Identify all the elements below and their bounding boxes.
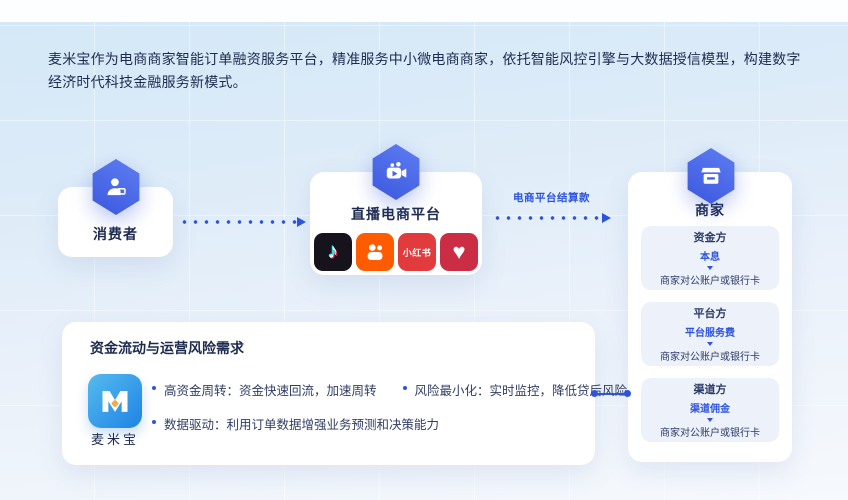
account-label: 商家对公账户或银行卡 <box>660 428 760 439</box>
platform-card: 直播电商平台 ♪ 小红书 ♥ <box>310 172 482 275</box>
needs-bullets: 高资金周转：资金快速回流，加速周转 风险最小化：实时监控，降低贷后风险 数据驱动… <box>152 380 627 448</box>
fee-label: 本息 <box>700 252 720 263</box>
connector-line <box>591 389 631 398</box>
bullet-item: 高资金周转：资金快速回流，加速周转 <box>152 380 377 399</box>
funder-subcard: 资金方 本息 商家对公账户或银行卡 <box>641 226 779 290</box>
connector-segment <box>594 392 628 395</box>
platform-hexagon <box>370 144 422 200</box>
party-name: 渠道方 <box>693 384 727 396</box>
down-arrow-icon <box>707 342 713 346</box>
consumer-hexagon <box>90 159 142 215</box>
needs-card: 资金流动与运营风险需求 麦米宝 高资金周转：资金快速回流，加速周转 风险最小化：… <box>62 322 627 465</box>
party-name: 资金方 <box>693 232 727 244</box>
platform-app-icons: ♪ 小红书 ♥ <box>314 233 478 271</box>
needs-card-title: 资金流动与运营风险需求 <box>90 340 244 356</box>
bullet-dot <box>152 420 156 424</box>
xiaohongshu-icon: 小红书 <box>398 233 436 271</box>
maimibao-logo <box>88 374 142 428</box>
channel-party-subcard: 渠道方 渠道佣金 商家对公账户或银行卡 <box>641 378 779 442</box>
bullet-text: 风险最小化：实时监控，降低贷后风险 <box>414 384 628 398</box>
connector-dot <box>624 390 631 397</box>
user-icon <box>92 159 140 215</box>
brand-name: 麦米宝 <box>90 432 139 447</box>
connector-dot <box>591 390 598 397</box>
merchant-hexagon <box>685 148 737 204</box>
video-camera-icon <box>372 144 420 200</box>
platform-party-subcard: 平台方 平台服务费 商家对公账户或银行卡 <box>641 302 779 366</box>
down-arrow-icon <box>707 266 713 270</box>
arrow-platform-to-merchant <box>492 213 611 223</box>
platform-label: 直播电商平台 <box>351 206 441 222</box>
arrowhead-icon <box>602 213 611 223</box>
heart-app-icon: ♥ <box>440 233 478 271</box>
consumer-label: 消费者 <box>93 226 138 242</box>
bullet-dot <box>402 386 407 390</box>
account-label: 商家对公账户或银行卡 <box>660 276 760 287</box>
account-label: 商家对公账户或银行卡 <box>660 352 760 363</box>
merchant-label: 商家 <box>695 202 725 218</box>
merchant-card: 商家 资金方 本息 商家对公账户或银行卡 平台方 平台服务费 商家对公账户或银行… <box>628 172 792 462</box>
arrowhead-icon <box>297 217 306 227</box>
down-arrow-icon <box>707 418 713 422</box>
douyin-icon: ♪ <box>314 233 352 271</box>
bullet-text: 高资金周转：资金快速回流，加速周转 <box>164 384 377 398</box>
storefront-icon <box>687 148 735 204</box>
bullet-item: 数据驱动：利用订单数据增强业务预测和决策能力 <box>152 414 439 433</box>
fee-label: 渠道佣金 <box>690 404 730 415</box>
dotted-line <box>179 220 297 224</box>
intro-paragraph: 麦米宝作为电商商家智能订单融资服务平台，精准服务中小微电商商家，依托智能风控引擎… <box>48 51 801 90</box>
settlement-arrow-label: 电商平台结算款 <box>513 192 590 204</box>
bullet-dot <box>152 386 156 390</box>
party-name: 平台方 <box>693 308 727 320</box>
bullet-text: 数据驱动：利用订单数据增强业务预测和决策能力 <box>164 418 440 432</box>
fee-label: 平台服务费 <box>685 328 735 339</box>
top-white-bar <box>0 0 848 22</box>
bullet-item: 风险最小化：实时监控，降低贷后风险 <box>402 380 628 399</box>
arrow-consumer-to-platform <box>179 217 306 227</box>
dotted-line <box>492 216 602 220</box>
kuaishou-icon <box>356 233 394 271</box>
